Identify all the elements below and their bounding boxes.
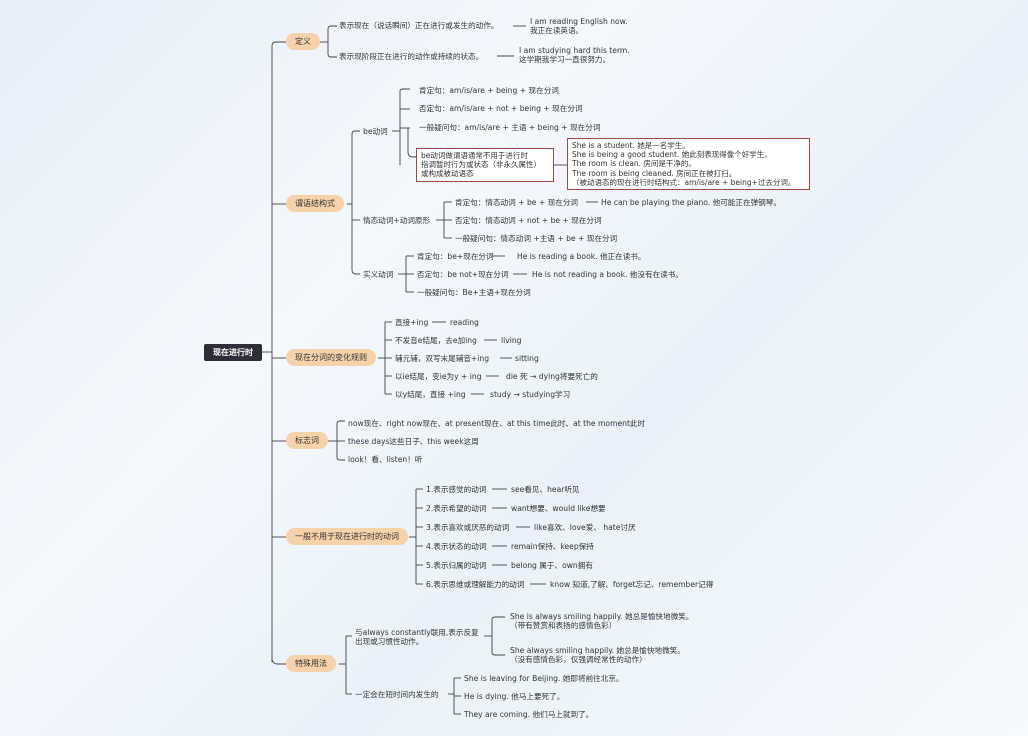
special-always-example-1: She is always smiling happily. 她总是愉快地微笑。… — [510, 612, 694, 630]
participle-rule-3: 辅元辅，双写末尾辅音+ing — [395, 354, 490, 363]
topic-marker-words[interactable]: 标志词 — [286, 432, 328, 449]
be-affirmative: 肯定句：am/is/are + being + 现在分词 — [419, 86, 559, 95]
notused-category-2: 2.表示希望的动词 — [426, 504, 487, 513]
be-question: 一般疑问句：am/is/are + 主语 + being + 现在分词 — [419, 123, 601, 132]
participle-example-5: study → studying学习 — [490, 390, 571, 399]
topic-predicate-structure[interactable]: 谓语结构式 — [286, 195, 344, 212]
topic-verbs-not-used[interactable]: 一般不用于现在进行时的动词 — [286, 528, 408, 545]
notused-example-3: like喜欢、love爱、 hate讨厌 — [534, 523, 636, 532]
marker-item-1: now现在、right now现在、at present现在、at this t… — [348, 419, 646, 428]
notused-category-4: 4.表示状态的动词 — [426, 542, 487, 551]
subtopic-lexical-verb[interactable]: 实义动词 — [363, 270, 394, 279]
definition-example-2: I am studying hard this term.这学期我学习一直很努力… — [519, 46, 630, 64]
topic-definition[interactable]: 定义 — [286, 33, 320, 50]
notused-example-4: remain保持、keep保持 — [511, 542, 594, 551]
definition-line-1: 表示现在（说话瞬间）正在进行或发生的动作。 — [339, 21, 499, 30]
modal-negative: 否定句：情态动词 + not + be + 现在分词 — [455, 216, 602, 225]
marker-item-2: these days这些日子、this week这周 — [348, 437, 479, 446]
participle-rule-2: 不发音e结尾，去e加ing — [395, 336, 477, 345]
lexical-negative-example: He is not reading a book. 他没有在读书。 — [532, 270, 683, 279]
marker-item-3: look！看、listen！听 — [348, 455, 423, 464]
lexical-affirmative: 肯定句：be+现在分词 — [417, 252, 494, 261]
notused-category-1: 1.表示感觉的动词 — [426, 485, 487, 494]
participle-example-1: reading — [450, 318, 479, 327]
root-topic[interactable]: 现在进行时 — [204, 344, 262, 361]
notused-example-2: want想要、would like想要 — [511, 504, 606, 513]
modal-example: He can be playing the piano. 他可能正在弹钢琴。 — [601, 198, 781, 207]
notused-example-1: see看见、hear听见 — [511, 485, 580, 494]
special-always-label: 与always constantly联用,表示反复出现或习惯性动作。 — [355, 628, 479, 646]
special-future-label: 一定会在短时间内发生的 — [355, 690, 439, 699]
subtopic-be-verb[interactable]: be动词 — [363, 127, 388, 136]
special-future-example-1: She is leaving for Beijing. 她即将前往北京。 — [464, 674, 624, 683]
lexical-negative: 否定句：be not+现在分词 — [417, 270, 509, 279]
notused-category-6: 6.表示思维或理解能力的动词 — [426, 580, 525, 589]
be-examples-box: She is a student. 她是一名学生。 She is being a… — [567, 138, 810, 191]
definition-line-2: 表示现阶段正在进行的动作或持续的状态。 — [339, 52, 484, 61]
notused-example-5: belong 属于、own拥有 — [511, 561, 593, 570]
participle-rule-4: 以ie结尾，变ie为y + ing — [395, 372, 482, 381]
participle-example-2: living — [501, 336, 522, 345]
lexical-question: 一般疑问句：Be+主语+现在分词 — [417, 288, 531, 297]
be-note-box: be动词做谓语通常不用于进行时 指调暂时行为或状态（非永久属性） 或构成被动语态 — [416, 148, 554, 182]
participle-rule-1: 直接+ing — [395, 318, 429, 327]
definition-example-1: I am reading English now.我正在读英语。 — [530, 17, 628, 35]
notused-example-6: know 知道,了解、forget忘记、remember记得 — [550, 580, 714, 589]
special-future-example-3: They are coming. 他们马上就到了。 — [464, 710, 594, 719]
modal-affirmative: 肯定句：情态动词 + be + 现在分词 — [455, 198, 578, 207]
participle-example-4: die 死 → dying将要死亡的 — [506, 372, 598, 381]
participle-example-3: sitting — [515, 354, 539, 363]
special-always-example-2: She always smiling happily. 她总是愉快地微笑。（没有… — [510, 646, 685, 664]
notused-category-3: 3.表示喜欢或厌恶的动词 — [426, 523, 510, 532]
topic-participle-rules[interactable]: 现在分词的变化规则 — [286, 349, 376, 366]
modal-question: 一般疑问句：情态动词 +主语 + be + 现在分词 — [455, 234, 618, 243]
special-future-example-2: He is dying. 他马上要死了。 — [464, 692, 565, 701]
notused-category-5: 5.表示归属的动词 — [426, 561, 487, 570]
lexical-affirmative-example: He is reading a book. 他正在读书。 — [517, 252, 646, 261]
subtopic-modal-verb[interactable]: 情态动词+动词原形 — [363, 216, 431, 225]
participle-rule-5: 以y结尾，直接 +ing — [395, 390, 466, 399]
be-negative: 否定句：am/is/are + not + being + 现在分词 — [419, 104, 583, 113]
topic-special-usage[interactable]: 特殊用法 — [286, 655, 336, 672]
